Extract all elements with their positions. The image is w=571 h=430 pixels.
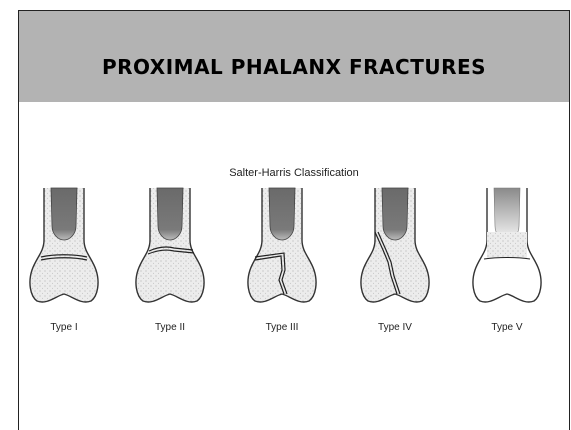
- type-2-label: Type II: [155, 322, 185, 333]
- type-4-label: Type IV: [378, 322, 412, 333]
- type-1-label: Type I: [50, 322, 77, 333]
- type-2-bone: [136, 188, 204, 302]
- type-3-bone: [248, 188, 316, 302]
- type-3-label: Type III: [266, 322, 299, 333]
- type-5-label: Type V: [491, 322, 522, 333]
- type-1-bone: [30, 188, 98, 302]
- type-4-bone: [361, 188, 429, 302]
- type-5-bone: [473, 188, 541, 302]
